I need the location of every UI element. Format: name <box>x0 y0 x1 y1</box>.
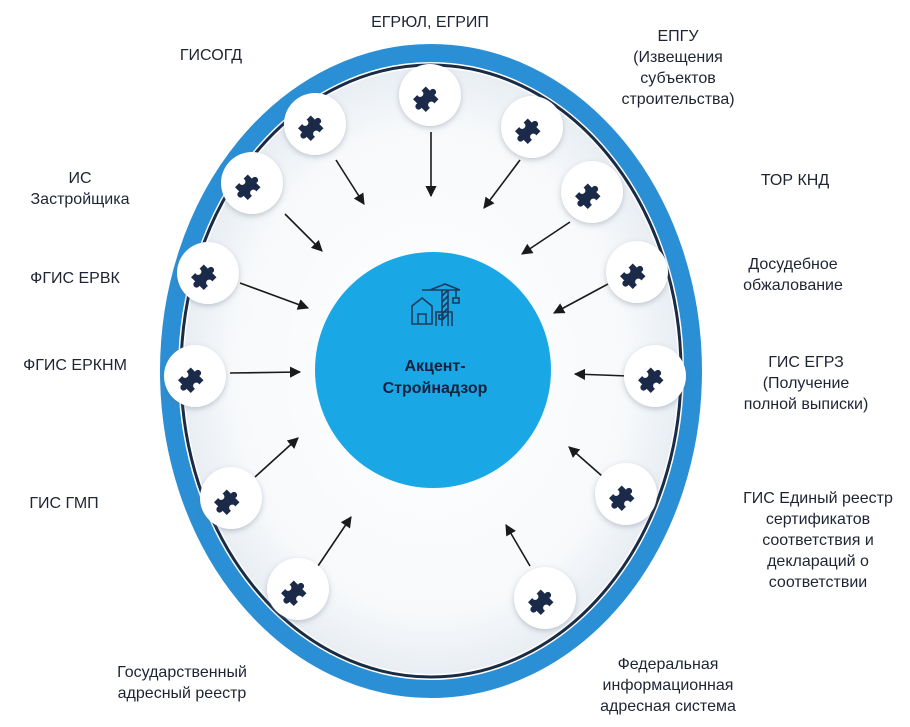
label-line: адресный реестр <box>117 685 247 702</box>
node-is-zastr[interactable] <box>221 152 283 214</box>
label-dosudebnoe: Досудебное обжалование <box>743 254 843 296</box>
label-gis-gmp: ГИС ГМП <box>29 493 98 514</box>
label-line: соответствия и <box>762 532 874 549</box>
label-gar: Государственный адресный реестр <box>117 662 247 704</box>
label-line: ГИС Единый реестр <box>743 490 893 507</box>
arrow-is-zastr <box>284 213 323 252</box>
arrow-fias <box>505 524 531 567</box>
label-line: ФГИС ЕРКНМ <box>23 357 127 374</box>
label-line: ГИСОГД <box>179 47 243 64</box>
label-line: (Извещения <box>633 49 723 66</box>
label-line: информационная <box>602 677 734 694</box>
label-fgis-ervk: ФГИС ЕРВК <box>30 268 120 289</box>
label-tor-knd: ТОР КНД <box>761 170 829 191</box>
label-line: ИС <box>68 170 92 187</box>
label-egryul: ЕГРЮЛ, ЕГРИП <box>371 12 489 33</box>
crane-building-icon <box>411 283 461 326</box>
label-line: обжалование <box>743 277 843 294</box>
node-dosudebnoe[interactable] <box>606 241 668 303</box>
arrow-fgis-erknm <box>229 366 302 378</box>
arrow-gis-reestr <box>568 446 603 477</box>
label-gis-egrz: ГИС ЕГРЗ (Получение полной выписки) <box>744 352 869 415</box>
label-epgu: ЕПГУ (Извещения субъектов строительства) <box>621 26 734 110</box>
node-egryul[interactable] <box>399 64 461 126</box>
node-gis-egrz[interactable] <box>624 345 686 407</box>
center-circle <box>315 252 551 488</box>
label-line: соответствии <box>768 574 868 591</box>
node-gis-reestr[interactable] <box>595 463 657 525</box>
label-line: строительства) <box>621 91 735 108</box>
label-line: деклараций о <box>767 553 869 570</box>
label-gis-reestr: ГИС Единый реестр сертификатов соответстви… <box>743 488 893 593</box>
center-title-line: Стройнадзор <box>382 380 488 397</box>
label-line: сертификатов <box>765 511 871 528</box>
label-fias: Федеральная информационная адресная систем… <box>600 654 736 717</box>
node-gar[interactable] <box>267 558 329 620</box>
label-gisogd: ГИСОГД <box>180 45 242 66</box>
arrow-gar <box>317 516 352 567</box>
label-line: Досудебное <box>748 256 838 273</box>
label-line: Федеральная <box>617 656 719 673</box>
arrow-fgis-ervk <box>239 282 310 310</box>
center-title: Акцент- Стройнадзор <box>345 356 525 400</box>
label-is-zastr: ИС Застройщика <box>31 168 130 210</box>
label-line: (Получение <box>762 375 850 392</box>
label-line: адресная система <box>600 698 736 715</box>
label-line: Государственный <box>117 664 247 681</box>
arrow-epgu <box>483 159 521 209</box>
node-gisogd[interactable] <box>284 93 346 155</box>
node-gis-gmp[interactable] <box>200 467 262 529</box>
label-line: ЕГРЮЛ, ЕГРИП <box>371 14 489 31</box>
arrow-dosudebnoe <box>553 283 609 314</box>
label-fgis-erknm: ФГИС ЕРКНМ <box>23 355 127 376</box>
label-line: ГИС ЕГРЗ <box>768 354 844 371</box>
node-tor-knd[interactable] <box>561 161 623 223</box>
node-fias[interactable] <box>514 567 576 629</box>
arrow-gis-gmp <box>254 437 299 478</box>
node-fgis-ervk[interactable] <box>177 242 239 304</box>
label-line: ТОР КНД <box>760 172 830 189</box>
label-line: ГИС ГМП <box>29 495 99 512</box>
node-fgis-erknm[interactable] <box>164 345 226 407</box>
arrow-gisogd <box>335 159 365 205</box>
label-line: ФГИС ЕРВК <box>30 270 120 287</box>
label-line: полной выписки) <box>743 396 869 413</box>
arrow-tor-knd <box>521 221 571 255</box>
label-line: ЕПГУ <box>657 28 699 45</box>
arrow-gis-egrz <box>573 368 629 380</box>
arrow-group <box>229 132 629 567</box>
label-line: субъектов <box>640 70 716 87</box>
node-group <box>164 64 686 629</box>
node-epgu[interactable] <box>501 96 563 158</box>
label-line: Застройщика <box>30 191 130 208</box>
center-title-line: Акцент- <box>404 358 466 375</box>
